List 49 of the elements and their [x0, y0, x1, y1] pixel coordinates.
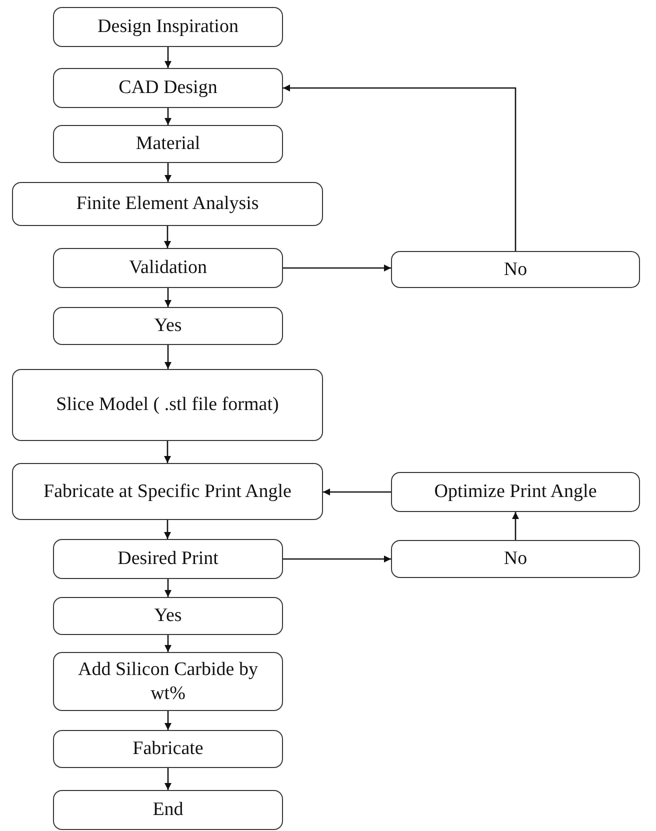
- arrow: [164, 711, 172, 730]
- step-label: No: [504, 258, 528, 282]
- step-label: Yes: [154, 604, 182, 628]
- arrow: [164, 635, 172, 652]
- step-label: Validation: [128, 256, 208, 280]
- step-label: End: [152, 798, 184, 822]
- step-label: Fabricate at Specific Print Angle: [44, 480, 292, 504]
- step-label: Add Silicon Carbide by wt%: [77, 658, 259, 706]
- process-box: [53, 652, 283, 711]
- process-box: [391, 251, 640, 288]
- step-label: Finite Element Analysis: [76, 192, 259, 216]
- arrow: [283, 264, 391, 272]
- step-label: No: [504, 547, 528, 571]
- process-box: [53, 597, 283, 635]
- arrow: [164, 108, 172, 125]
- arrow: [164, 226, 171, 248]
- process-box: [53, 790, 283, 830]
- arrow: [164, 579, 172, 597]
- process-box: [391, 472, 640, 512]
- step-label: Slice Model ( .stl file format): [56, 393, 279, 417]
- arrow: [164, 288, 172, 307]
- arrow: [164, 47, 172, 68]
- arrow: [512, 512, 519, 540]
- arrow: [283, 556, 391, 562]
- arrow: [164, 520, 171, 539]
- arrow: [283, 84, 516, 251]
- process-box: [53, 307, 283, 345]
- step-label: Material: [136, 132, 200, 156]
- step-label: Yes: [154, 314, 182, 338]
- process-box: [12, 369, 323, 441]
- process-box: [53, 539, 283, 579]
- step-label: Fabricate: [132, 737, 204, 761]
- arrow: [323, 488, 391, 496]
- process-box: [391, 540, 640, 578]
- step-label: Design Inspiration: [98, 15, 238, 39]
- process-box: [53, 68, 283, 108]
- arrow: [164, 768, 172, 790]
- process-box: [53, 7, 283, 47]
- process-box: [12, 463, 323, 520]
- arrow: [164, 163, 172, 182]
- process-box: [53, 125, 283, 163]
- process-box: [12, 182, 323, 226]
- process-box: [53, 248, 283, 288]
- step-label: Optimize Print Angle: [434, 480, 597, 504]
- arrow: [164, 441, 171, 463]
- arrow: [164, 345, 172, 369]
- step-label: CAD Design: [118, 76, 218, 100]
- step-label: Desired Print: [118, 547, 218, 571]
- process-box: [53, 730, 283, 768]
